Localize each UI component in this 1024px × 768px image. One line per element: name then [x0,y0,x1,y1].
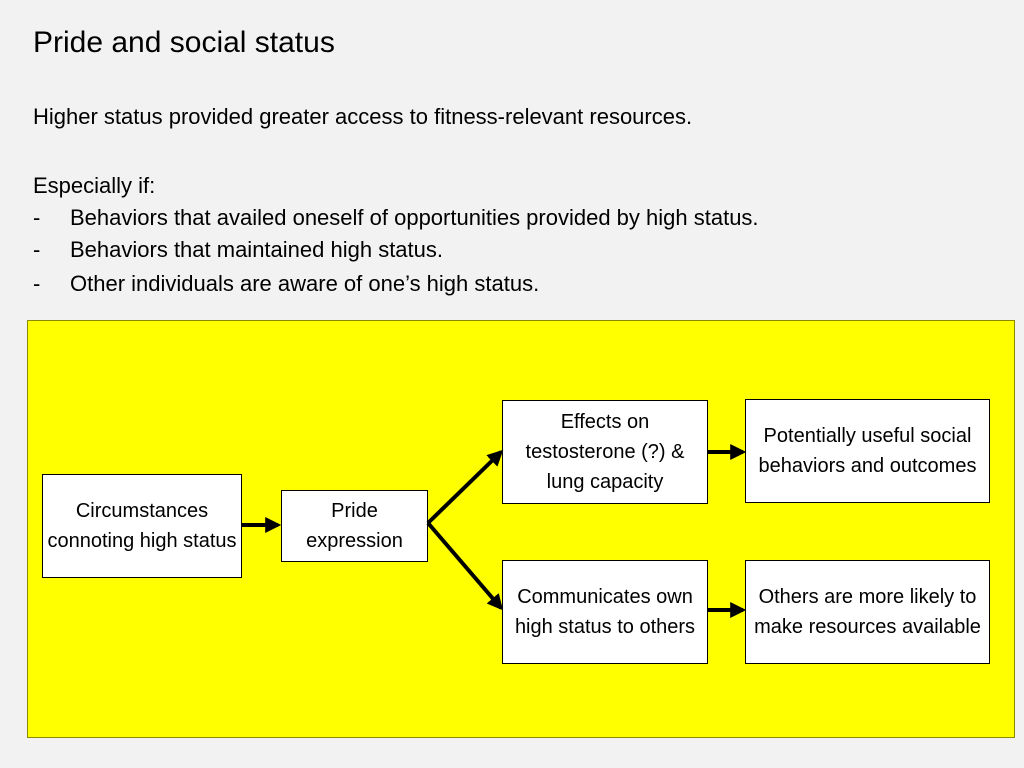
node-communicates: Communicates own high status to others [502,560,708,664]
bullet-text: Behaviors that availed oneself of opport… [70,205,759,230]
intro-text: Higher status provided greater access to… [33,104,693,129]
node-circumstances: Circumstances connoting high status [42,474,242,578]
bullet-dash: - [33,205,41,230]
slide-title: Pride and social status [33,26,335,59]
bullet-text: Other individuals are aware of one’s hig… [70,271,540,296]
diagram-panel [27,320,1015,738]
bullet-dash: - [33,271,41,296]
node-others-resources: Others are more likely to make resources… [745,560,990,664]
bullet-text: Behaviors that maintained high status. [70,237,444,262]
node-effects: Effects on testosterone (?) & lung capac… [502,400,708,504]
especially-label: Especially if: [33,173,156,198]
node-useful-behaviors: Potentially useful social behaviors and … [745,399,990,503]
bullet-dash: - [33,237,41,262]
node-pride-expression: Pride expression [281,490,428,562]
